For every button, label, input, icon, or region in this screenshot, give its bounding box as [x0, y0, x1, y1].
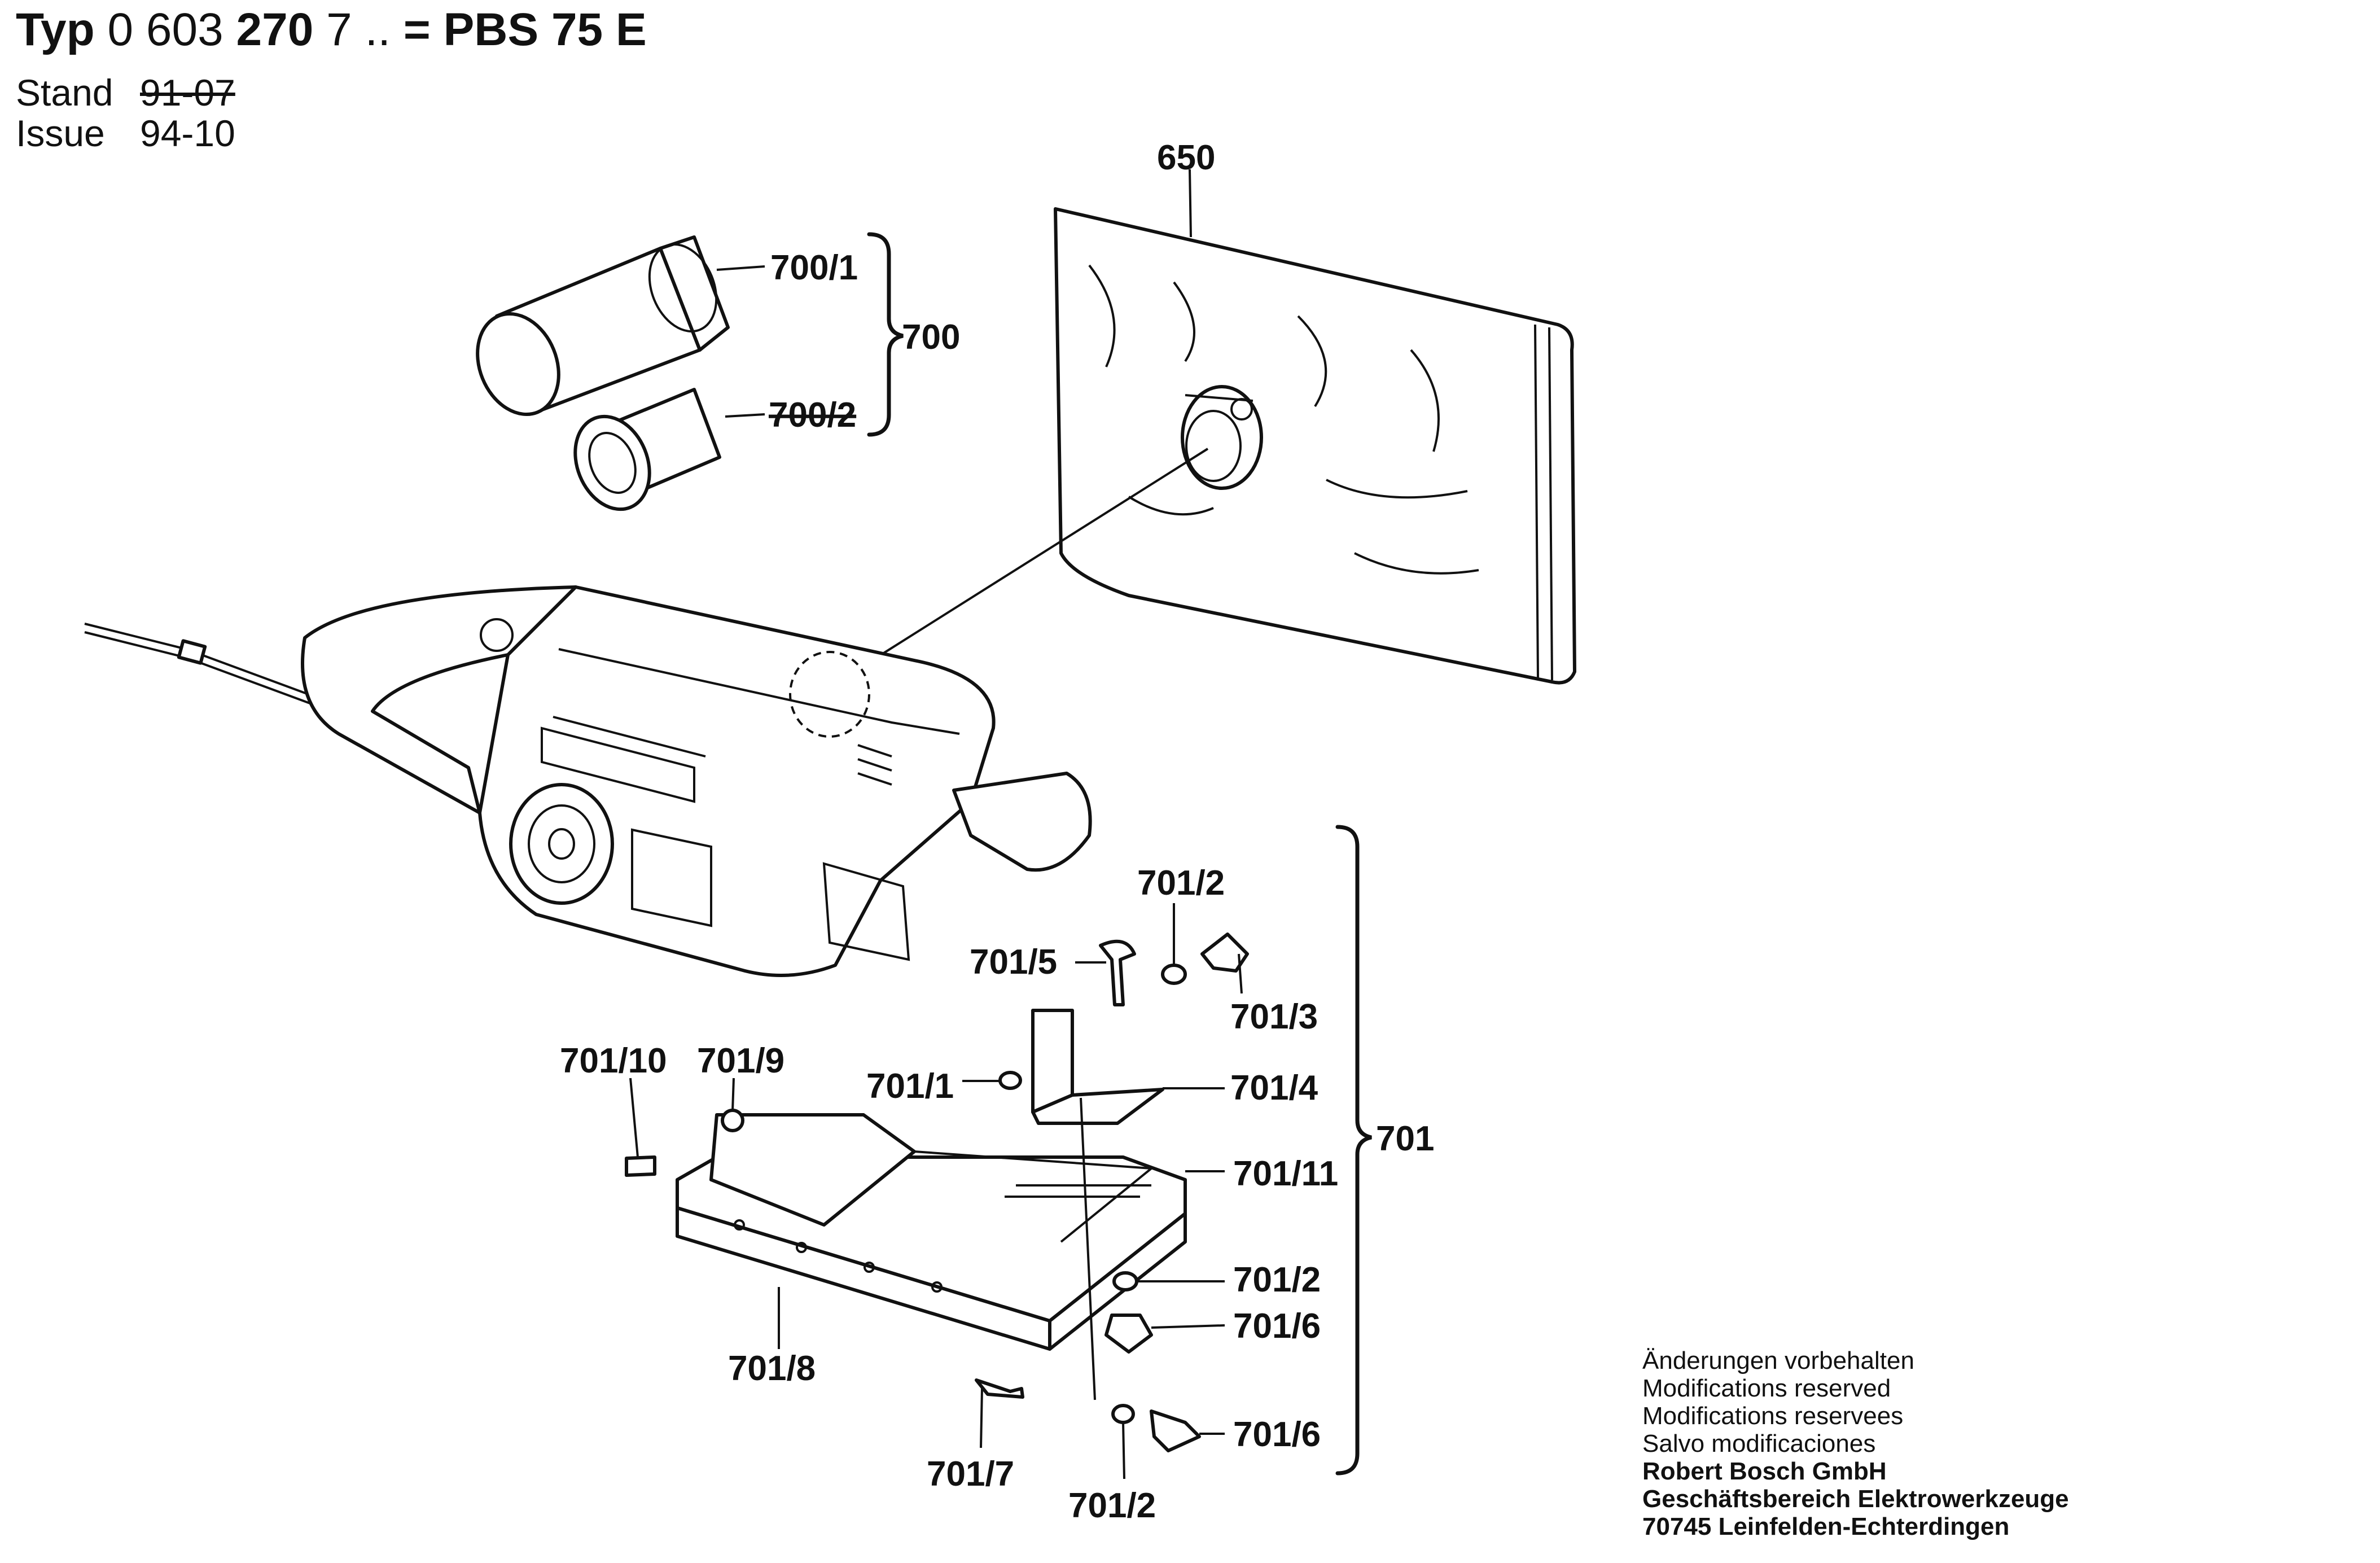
label-701-10: 701/10: [560, 1041, 667, 1080]
label-701-2-a: 701/2: [1137, 864, 1225, 903]
company-address: 70745 Leinfelden-Echterdingen: [1642, 1513, 2010, 1540]
typ-prefix: Typ: [16, 4, 95, 55]
label-700-2: 700/2: [769, 396, 856, 435]
stand-value: 91-07: [140, 72, 235, 113]
typ-number-b: 270: [236, 4, 314, 55]
label-701-9: 701/9: [697, 1041, 784, 1080]
typ-eq: =: [403, 4, 431, 55]
label-700: 700: [902, 318, 960, 357]
label-701-2-c: 701/2: [1068, 1486, 1156, 1525]
issue-value: 94-10: [140, 112, 235, 154]
adapter-long: [476, 235, 730, 417]
belt-sander-body: [84, 585, 1092, 977]
adapter-short: [573, 388, 721, 511]
label-701-7: 701/7: [927, 1455, 1014, 1494]
note-line-3: Modifications reservees: [1642, 1402, 1904, 1430]
label-701-6-b: 701/6: [1233, 1415, 1321, 1454]
label-701-2-b: 701/2: [1233, 1260, 1321, 1299]
leader-lines: [629, 169, 1243, 1479]
model-name: PBS 75 E: [443, 4, 647, 55]
note-line-1: Änderungen vorbehalten: [1642, 1347, 1914, 1374]
label-701-1: 701/1: [866, 1067, 954, 1106]
label-701-11: 701/11: [1233, 1154, 1338, 1193]
label-701-6-a: 701/6: [1233, 1307, 1321, 1346]
company-division: Geschäftsbereich Elektrowerkzeuge: [1642, 1485, 2069, 1513]
stand-label: Stand: [16, 72, 113, 113]
issue-row: Issue 94-10: [16, 113, 235, 154]
small-fasteners: [625, 932, 1249, 1452]
dust-bag: [1054, 207, 1576, 685]
sanding-frame: [676, 1113, 1187, 1351]
label-701-3: 701/3: [1230, 997, 1318, 1036]
revision-block: Stand 91-07 Issue 94-10: [16, 72, 235, 154]
label-701-8: 701/8: [728, 1349, 816, 1388]
brace-700: [867, 232, 904, 437]
label-701-5: 701/5: [970, 943, 1057, 982]
label-700-1: 700/1: [770, 248, 858, 287]
typ-number-c: 7 ..: [326, 4, 391, 55]
footer-notes: Änderungen vorbehalten Modifications res…: [1642, 1347, 2069, 1540]
label-701-4: 701/4: [1230, 1069, 1318, 1107]
note-line-2: Modifications reserved: [1642, 1374, 1891, 1402]
note-line-4: Salvo modificaciones: [1642, 1430, 1876, 1457]
brace-701: [1335, 825, 1372, 1476]
issue-label: Issue: [16, 112, 105, 154]
type-heading: Typ 0 603 270 7 .. = PBS 75 E: [16, 3, 647, 56]
company-name: Robert Bosch GmbH: [1642, 1457, 1887, 1485]
label-701: 701: [1376, 1119, 1434, 1158]
stand-row: Stand 91-07: [16, 72, 235, 113]
label-650: 650: [1157, 138, 1215, 177]
typ-number-a: 0 603: [107, 4, 223, 55]
angle-fence: [1031, 1009, 1164, 1125]
